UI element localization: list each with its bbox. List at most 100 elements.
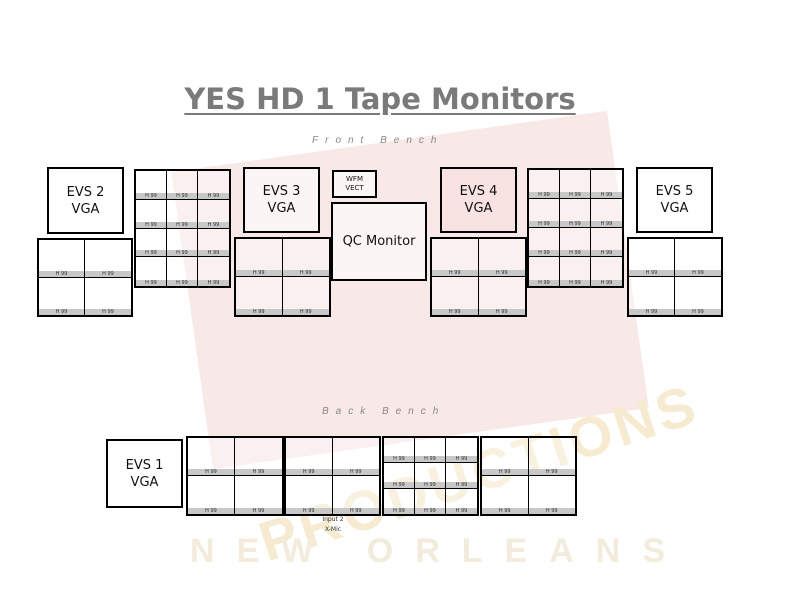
multiviewer-cell: H 99 — [529, 199, 560, 228]
source-label: H 99 — [529, 192, 559, 198]
source-label: H 99 — [167, 280, 197, 286]
multiviewer-cell: H 99 — [528, 438, 575, 476]
source-label: H 99 — [384, 481, 414, 488]
multiviewer-cell: H 99 — [282, 239, 329, 277]
multiviewer-cell: H 99 — [136, 228, 167, 258]
multiviewer-cell: H 99 — [560, 257, 591, 286]
multiviewer-cell: H 99 — [235, 438, 282, 476]
source-label: H 99 — [85, 270, 131, 277]
page-title: YES HD 1 Tape Monitors — [184, 82, 576, 116]
multiviewer-cell: H 99 — [198, 257, 229, 286]
source-label: H 99 — [286, 508, 332, 514]
multiviewer-cell: H 99 — [675, 239, 721, 277]
source-label: H 99 — [529, 250, 559, 256]
multiviewer-cell: H 99 — [591, 199, 622, 228]
source-label: H 99 — [482, 508, 528, 514]
multiviewer-cell: H 99 — [560, 170, 591, 199]
input-2-note: Input 2 X-Mic — [310, 515, 356, 535]
source-label: H 99 — [236, 309, 282, 315]
multiviewer-cell: H 99 — [529, 257, 560, 286]
multiviewer-cell: H 99 — [415, 463, 446, 489]
multiviewer-cell: H 99 — [446, 489, 477, 514]
multiviewer-cell: H 99 — [415, 438, 446, 464]
multiviewer-cell: H 99 — [332, 476, 379, 514]
multiviewer-cell: H 99 — [528, 476, 575, 514]
multiviewer-cell: H 99 — [482, 438, 529, 476]
multiviewer-cell: H 99 — [591, 257, 622, 286]
multiviewer-cell: H 99 — [529, 170, 560, 199]
source-label: H 99 — [136, 280, 166, 286]
multiviewer-cell: H 99 — [136, 171, 167, 200]
multiviewer-cell: H 99 — [85, 278, 131, 315]
evs-5-vga-monitor: EVS 5 VGA — [636, 167, 713, 233]
source-label: H 99 — [415, 456, 445, 463]
multiviewer-cell: H 99 — [167, 199, 198, 229]
multiviewer-cell: H 99 — [236, 239, 283, 277]
note-line: X-Mic — [324, 526, 342, 533]
source-label: H 99 — [188, 508, 234, 514]
multiviewer-cell: H 99 — [282, 277, 329, 315]
source-label: H 99 — [529, 280, 559, 286]
multiviewer-cell: H 99 — [384, 463, 415, 489]
evs-1-vga-monitor: EVS 1 VGA — [106, 439, 183, 508]
source-label: H 99 — [198, 250, 229, 257]
multiviewer-cell: H 99 — [188, 438, 235, 476]
qc-monitor: QC Monitor — [331, 202, 427, 281]
evs-2-vga-monitor: EVS 2 VGA — [47, 167, 124, 234]
source-label: H 99 — [188, 469, 234, 475]
multiviewer-cell: H 99 — [478, 277, 525, 315]
source-label: H 99 — [167, 192, 197, 199]
source-label: H 99 — [629, 270, 674, 276]
source-label: H 99 — [560, 250, 590, 256]
multiviewer-cell: H 99 — [560, 228, 591, 257]
source-label: H 99 — [332, 469, 379, 475]
multiviewer-cell: H 99 — [560, 199, 591, 228]
source-label: H 99 — [85, 309, 131, 315]
multiviewer-cell: H 99 — [675, 277, 721, 315]
multiviewer-cell: H 99 — [235, 476, 282, 514]
wfm-vect-monitor: WFM VECT — [332, 170, 377, 198]
source-label: H 99 — [446, 481, 477, 488]
source-label: H 99 — [236, 270, 282, 276]
source-label: H 99 — [384, 456, 414, 463]
source-label: H 99 — [591, 280, 622, 286]
source-label: H 99 — [446, 508, 477, 514]
source-label: H 99 — [560, 192, 590, 198]
evs-3-vga-monitor: EVS 3 VGA — [243, 167, 320, 233]
multiviewer-cell: H 99 — [198, 229, 229, 258]
multiviewer-cell: H 99 — [332, 438, 379, 476]
watermark-text: NEW ORLEANS — [190, 532, 687, 570]
source-label: H 99 — [332, 508, 379, 514]
source-label: H 99 — [629, 309, 674, 315]
multiviewer-cell: H 99 — [629, 277, 675, 315]
source-label: H 99 — [167, 221, 197, 228]
source-label: H 99 — [528, 469, 575, 475]
source-label: H 99 — [198, 192, 229, 199]
multiviewer-cell: H 99 — [236, 277, 283, 315]
source-label: H 99 — [482, 469, 528, 475]
multiviewer-cell: H 99 — [85, 240, 131, 278]
multiviewer-cell: H 99 — [591, 228, 622, 257]
source-label: H 99 — [528, 508, 575, 514]
source-label: H 99 — [198, 280, 229, 286]
source-label: H 99 — [136, 192, 166, 199]
source-label: H 99 — [478, 270, 525, 276]
multiviewer-cell: H 99 — [286, 438, 333, 476]
source-label: H 99 — [560, 221, 590, 227]
source-label: H 99 — [167, 250, 197, 257]
source-label: H 99 — [446, 456, 477, 463]
multiviewer-cell: H 99 — [482, 476, 529, 514]
source-label: H 99 — [478, 309, 525, 315]
source-label: H 99 — [39, 309, 84, 315]
source-label: H 99 — [282, 270, 329, 276]
multiviewer-cell: H 99 — [415, 488, 446, 514]
source-label: H 99 — [136, 221, 166, 228]
source-label: H 99 — [198, 221, 229, 228]
